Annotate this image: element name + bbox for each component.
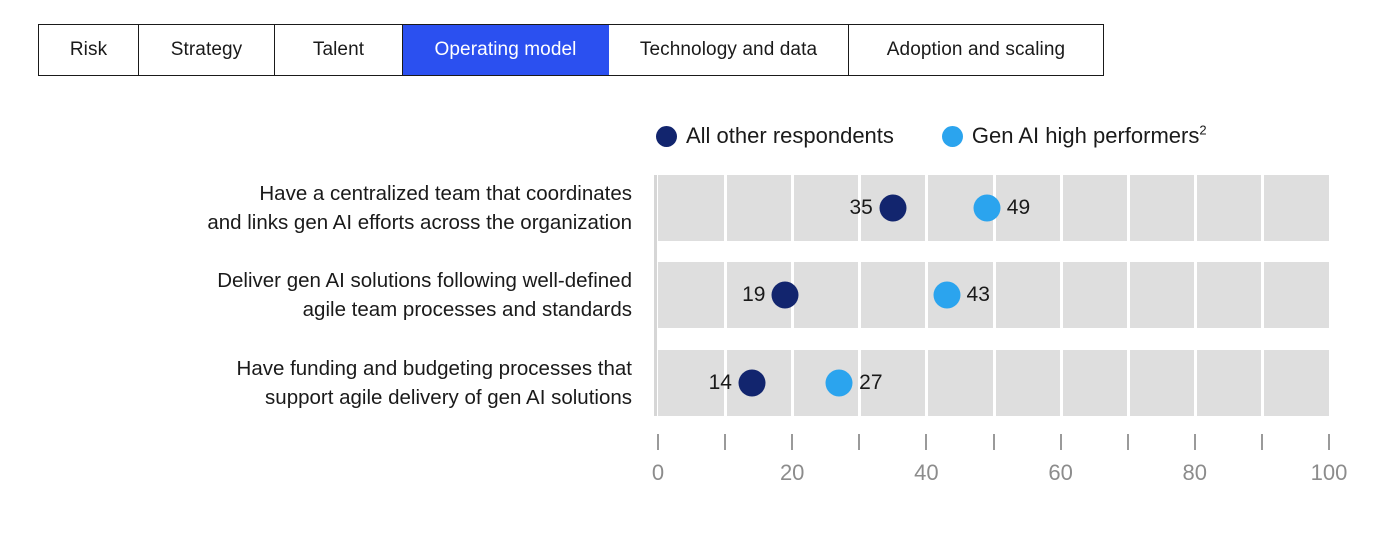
legend-footnote-marker: 2 bbox=[1199, 122, 1207, 138]
data-point-value: 43 bbox=[966, 283, 990, 306]
gridline bbox=[925, 175, 929, 241]
axis-tick bbox=[925, 434, 928, 450]
legend-item-0: All other respondents bbox=[656, 123, 894, 149]
tab-label: Strategy bbox=[170, 39, 243, 60]
data-point-marker bbox=[973, 194, 1001, 222]
legend-label-text: Gen AI high performers bbox=[971, 123, 1200, 148]
chart-row-label: Have funding and budgeting processes tha… bbox=[112, 354, 632, 412]
gridline bbox=[724, 175, 728, 241]
gridline bbox=[925, 350, 929, 416]
chart-legend: All other respondents Gen AI high perform… bbox=[656, 121, 1207, 151]
axis-tick bbox=[1126, 434, 1129, 450]
gridline bbox=[1126, 175, 1130, 241]
gridline bbox=[925, 262, 929, 328]
gridline bbox=[858, 262, 862, 328]
data-point-marker bbox=[771, 281, 799, 309]
chart-row-band bbox=[658, 262, 1329, 328]
gridline bbox=[1126, 350, 1130, 416]
gridline bbox=[992, 262, 996, 328]
chart-row-label: Deliver gen AI solutions following well-… bbox=[112, 266, 632, 324]
gridline bbox=[858, 175, 862, 241]
axis-tick bbox=[791, 434, 794, 450]
axis-tick bbox=[858, 434, 861, 450]
tab-label: Technology and data bbox=[639, 39, 818, 60]
chart-row-label-line: Have funding and budgeting processes tha… bbox=[236, 357, 632, 380]
axis-tick bbox=[1260, 434, 1263, 450]
axis-tick bbox=[992, 434, 995, 450]
y-axis-line bbox=[654, 175, 657, 416]
data-point-marker bbox=[825, 369, 853, 397]
tab-risk[interactable]: Risk bbox=[39, 25, 139, 75]
gridline bbox=[1059, 262, 1063, 328]
axis-tick-label: 40 bbox=[914, 460, 939, 485]
gridline bbox=[724, 350, 728, 416]
gridline bbox=[1126, 262, 1130, 328]
chart-row-band bbox=[658, 350, 1329, 416]
legend-dot-icon bbox=[941, 125, 963, 147]
axis-tick-label: 0 bbox=[651, 460, 665, 485]
axis-tick bbox=[1193, 434, 1196, 450]
tab-adoption-and-scaling[interactable]: Adoption and scaling bbox=[849, 25, 1103, 75]
axis-tick bbox=[1328, 434, 1330, 450]
legend-label: All other respondents bbox=[686, 123, 894, 149]
gridline bbox=[1059, 350, 1063, 416]
chart-row-label-line: Have a centralized team that coordinates bbox=[259, 182, 632, 205]
axis-tick-label: 100 bbox=[1310, 460, 1348, 485]
gridline bbox=[1193, 175, 1197, 241]
legend-label: Gen AI high performers2 bbox=[972, 123, 1207, 149]
axis-tick-label: 80 bbox=[1182, 460, 1208, 485]
chart-row-label-line: support agile delivery of gen AI solutio… bbox=[265, 386, 632, 409]
chart-row-label: Have a centralized team that coordinates… bbox=[112, 179, 632, 237]
gridline bbox=[1260, 350, 1264, 416]
tab-label: Risk bbox=[69, 39, 108, 60]
data-point-marker bbox=[738, 369, 766, 397]
data-point-value: 49 bbox=[1006, 196, 1031, 219]
gridline bbox=[992, 350, 996, 416]
chart-row-label-line: agile team processes and standards bbox=[302, 298, 632, 321]
chart-row-label-line: Deliver gen AI solutions following well-… bbox=[217, 269, 632, 292]
chart-row-label-line: and links gen AI efforts across the orga… bbox=[207, 211, 632, 234]
gridline bbox=[1059, 175, 1063, 241]
gridline bbox=[858, 350, 862, 416]
tab-bar[interactable]: Risk Strategy Talent Operating model Technol… bbox=[38, 24, 1104, 76]
tab-label: Talent bbox=[312, 39, 365, 60]
gridline bbox=[1193, 350, 1197, 416]
data-point-value: 14 bbox=[708, 371, 732, 394]
axis-tick bbox=[1059, 434, 1062, 450]
gridline bbox=[1260, 175, 1264, 241]
tab-technology-and-data[interactable]: Technology and data bbox=[609, 25, 849, 75]
tab-label: Operating model bbox=[434, 39, 577, 60]
legend-label-text: All other respondents bbox=[686, 123, 894, 148]
tab-label: Adoption and scaling bbox=[886, 39, 1066, 60]
gridline bbox=[1260, 262, 1264, 328]
tab-operating-model[interactable]: Operating model bbox=[403, 25, 609, 75]
data-point-value: 35 bbox=[849, 196, 873, 219]
data-point-marker bbox=[879, 194, 907, 222]
data-point-value: 27 bbox=[859, 371, 883, 394]
tab-strategy[interactable]: Strategy bbox=[139, 25, 275, 75]
data-point-marker bbox=[933, 281, 961, 309]
data-point-value: 19 bbox=[742, 283, 766, 306]
tab-talent[interactable]: Talent bbox=[275, 25, 403, 75]
legend-dot-icon bbox=[656, 125, 677, 147]
gridline bbox=[791, 175, 795, 241]
gridline bbox=[791, 350, 795, 416]
axis-tick bbox=[724, 434, 727, 450]
legend-item-1: Gen AI high performers2 bbox=[941, 123, 1207, 149]
axis-tick-label: 20 bbox=[779, 460, 805, 485]
axis-tick bbox=[657, 434, 659, 450]
axis-tick-label: 60 bbox=[1048, 460, 1073, 485]
gridline bbox=[724, 262, 728, 328]
gridline bbox=[1193, 262, 1197, 328]
